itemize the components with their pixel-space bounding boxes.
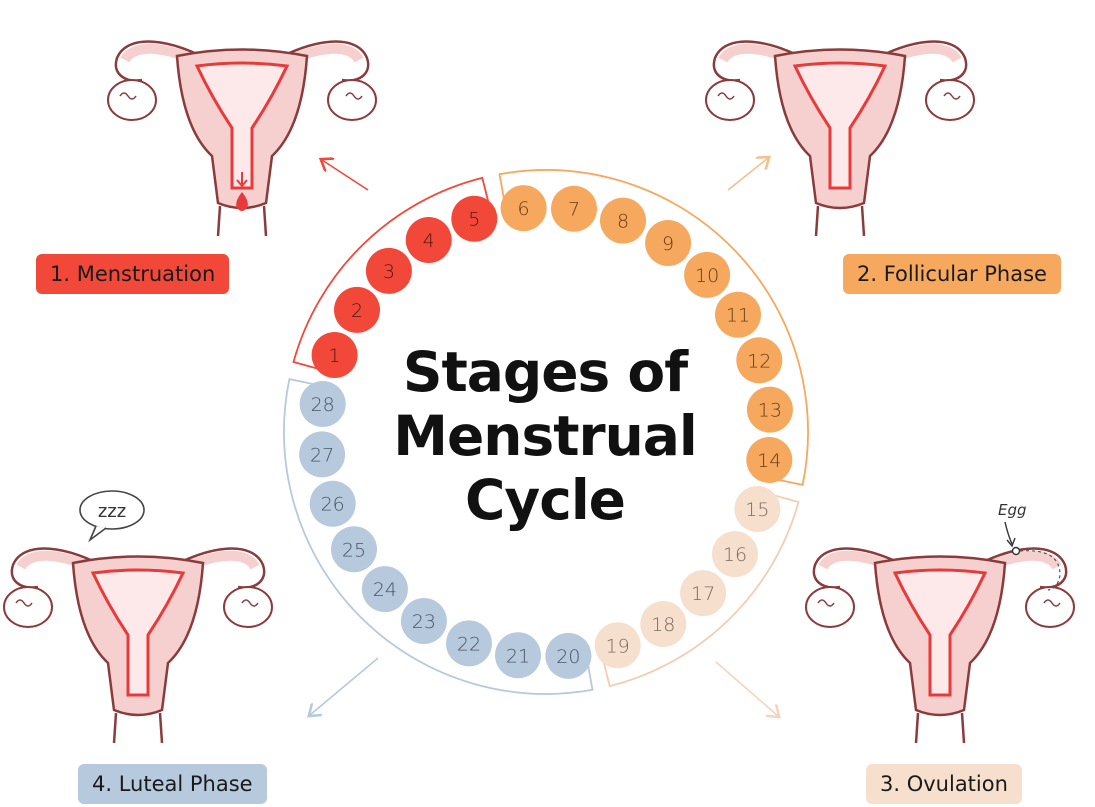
day-number: 10 [695,265,719,287]
arrow-icon [728,158,768,190]
day-number: 14 [757,450,781,472]
day-number: 24 [373,579,397,601]
day-22: 22 [446,620,492,666]
arrow-icon [310,658,378,715]
day-number: 12 [747,350,771,372]
day-27: 27 [299,431,345,477]
day-number: 3 [383,261,395,283]
uterus-illustration-luteal [4,549,272,743]
page-title: Stages of Menstrual Cycle [355,340,735,532]
day-number: 16 [723,544,747,566]
title-line-3: Cycle [355,468,735,532]
day-number: 6 [518,198,530,220]
day-19: 19 [595,622,641,668]
day-number: 17 [691,583,715,605]
phase-label-follicular: 2. Follicular Phase [843,254,1061,294]
day-1: 1 [312,332,358,378]
day-number: 28 [311,394,335,416]
title-line-2: Menstrual [355,404,735,468]
day-9: 9 [645,220,691,266]
sleep-bubble-icon: zzz [80,491,144,540]
day-7: 7 [551,186,597,232]
day-12: 12 [736,337,782,383]
day-8: 8 [600,198,646,244]
day-number: 7 [568,199,580,221]
sleep-text: zzz [98,501,126,522]
day-23: 23 [401,598,447,644]
day-5: 5 [451,196,497,242]
day-15: 15 [734,486,780,532]
day-14: 14 [746,437,792,483]
phase-label-ovulation: 3. Ovulation [866,764,1022,804]
day-16: 16 [712,531,758,577]
egg-icon: Egg [998,501,1060,590]
day-20: 20 [545,633,591,679]
day-2: 2 [334,287,380,333]
day-number: 13 [758,400,782,422]
day-number: 5 [468,209,480,231]
day-21: 21 [495,632,541,678]
phase-label-menstruation: 1. Menstruation [36,254,229,294]
day-25: 25 [331,526,377,572]
day-26: 26 [310,481,356,527]
day-6: 6 [501,185,547,231]
day-number: 11 [726,305,750,327]
day-24: 24 [362,566,408,612]
day-number: 19 [606,635,630,657]
day-number: 20 [556,646,580,668]
day-number: 15 [745,499,769,521]
day-11: 11 [715,292,761,338]
day-number: 9 [662,233,674,255]
uterus-illustration-follicular [706,42,974,236]
day-17: 17 [680,570,726,616]
title-line-1: Stages of [355,340,735,404]
day-number: 25 [342,539,366,561]
day-28: 28 [300,381,346,427]
day-number: 2 [351,300,363,322]
day-number: 4 [423,230,435,252]
day-number: 18 [651,614,675,636]
day-10: 10 [684,252,730,298]
day-number: 8 [617,211,629,233]
egg-text: Egg [998,501,1027,519]
day-number: 22 [457,633,481,655]
day-3: 3 [366,248,412,294]
day-number: 27 [310,444,334,466]
day-number: 26 [321,494,345,516]
day-number: 21 [506,645,530,667]
day-18: 18 [640,601,686,647]
uterus-illustration-ovulation [806,549,1074,743]
day-number: 23 [412,611,436,633]
arrow-icon [716,662,778,716]
arrow-icon [322,160,368,190]
day-number: 1 [329,345,341,367]
day-13: 13 [747,387,793,433]
day-4: 4 [406,217,452,263]
phase-label-luteal: 4. Luteal Phase [78,764,267,804]
